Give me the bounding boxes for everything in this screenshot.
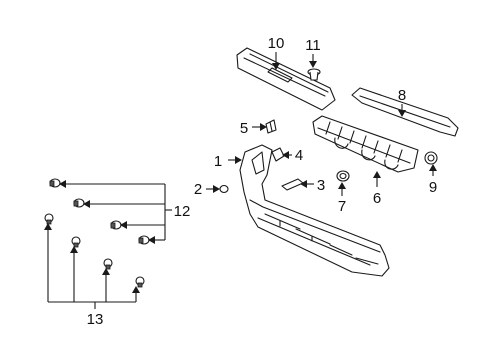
clip-13-d <box>135 276 145 288</box>
part-13-clips <box>44 213 145 288</box>
clip-12-c <box>110 220 122 230</box>
callout-4: 4 <box>295 147 303 164</box>
callout-1: 1 <box>214 153 222 170</box>
part-3-pad <box>281 178 304 191</box>
callout-12: 12 <box>174 203 191 220</box>
callout-10: 10 <box>268 35 285 52</box>
part-7-grommet <box>336 170 350 182</box>
callout-6: 6 <box>373 190 381 207</box>
part-1-bumper-cover <box>239 144 390 277</box>
part-9-bumper-stop <box>424 151 438 165</box>
callout-3: 3 <box>317 177 325 194</box>
clip-13-b <box>71 236 81 248</box>
part-12-clips <box>49 178 150 245</box>
part-2-bolt <box>219 184 229 194</box>
clip-13-c <box>103 258 113 270</box>
clip-13-a <box>44 213 54 225</box>
part-10-step-pad <box>236 47 336 111</box>
callout-2: 2 <box>194 181 202 198</box>
part-4-retainer <box>271 147 285 162</box>
callout-8: 8 <box>398 87 406 104</box>
part-5-bracket <box>265 119 277 134</box>
part-11-clip <box>307 68 321 81</box>
callout-11: 11 <box>305 37 321 54</box>
callout-13: 13 <box>87 311 104 328</box>
clip-12-d <box>138 235 150 245</box>
callout-5: 5 <box>240 120 248 137</box>
clip-12-b <box>73 198 85 208</box>
clip-12-a <box>49 178 61 188</box>
leader-lines <box>44 52 437 309</box>
callout-9: 9 <box>429 179 437 196</box>
callout-labels: 1 2 3 4 5 6 7 8 9 10 11 12 13 <box>87 35 438 328</box>
callout-7: 7 <box>338 198 346 215</box>
part-6-impact-bar <box>312 115 419 173</box>
